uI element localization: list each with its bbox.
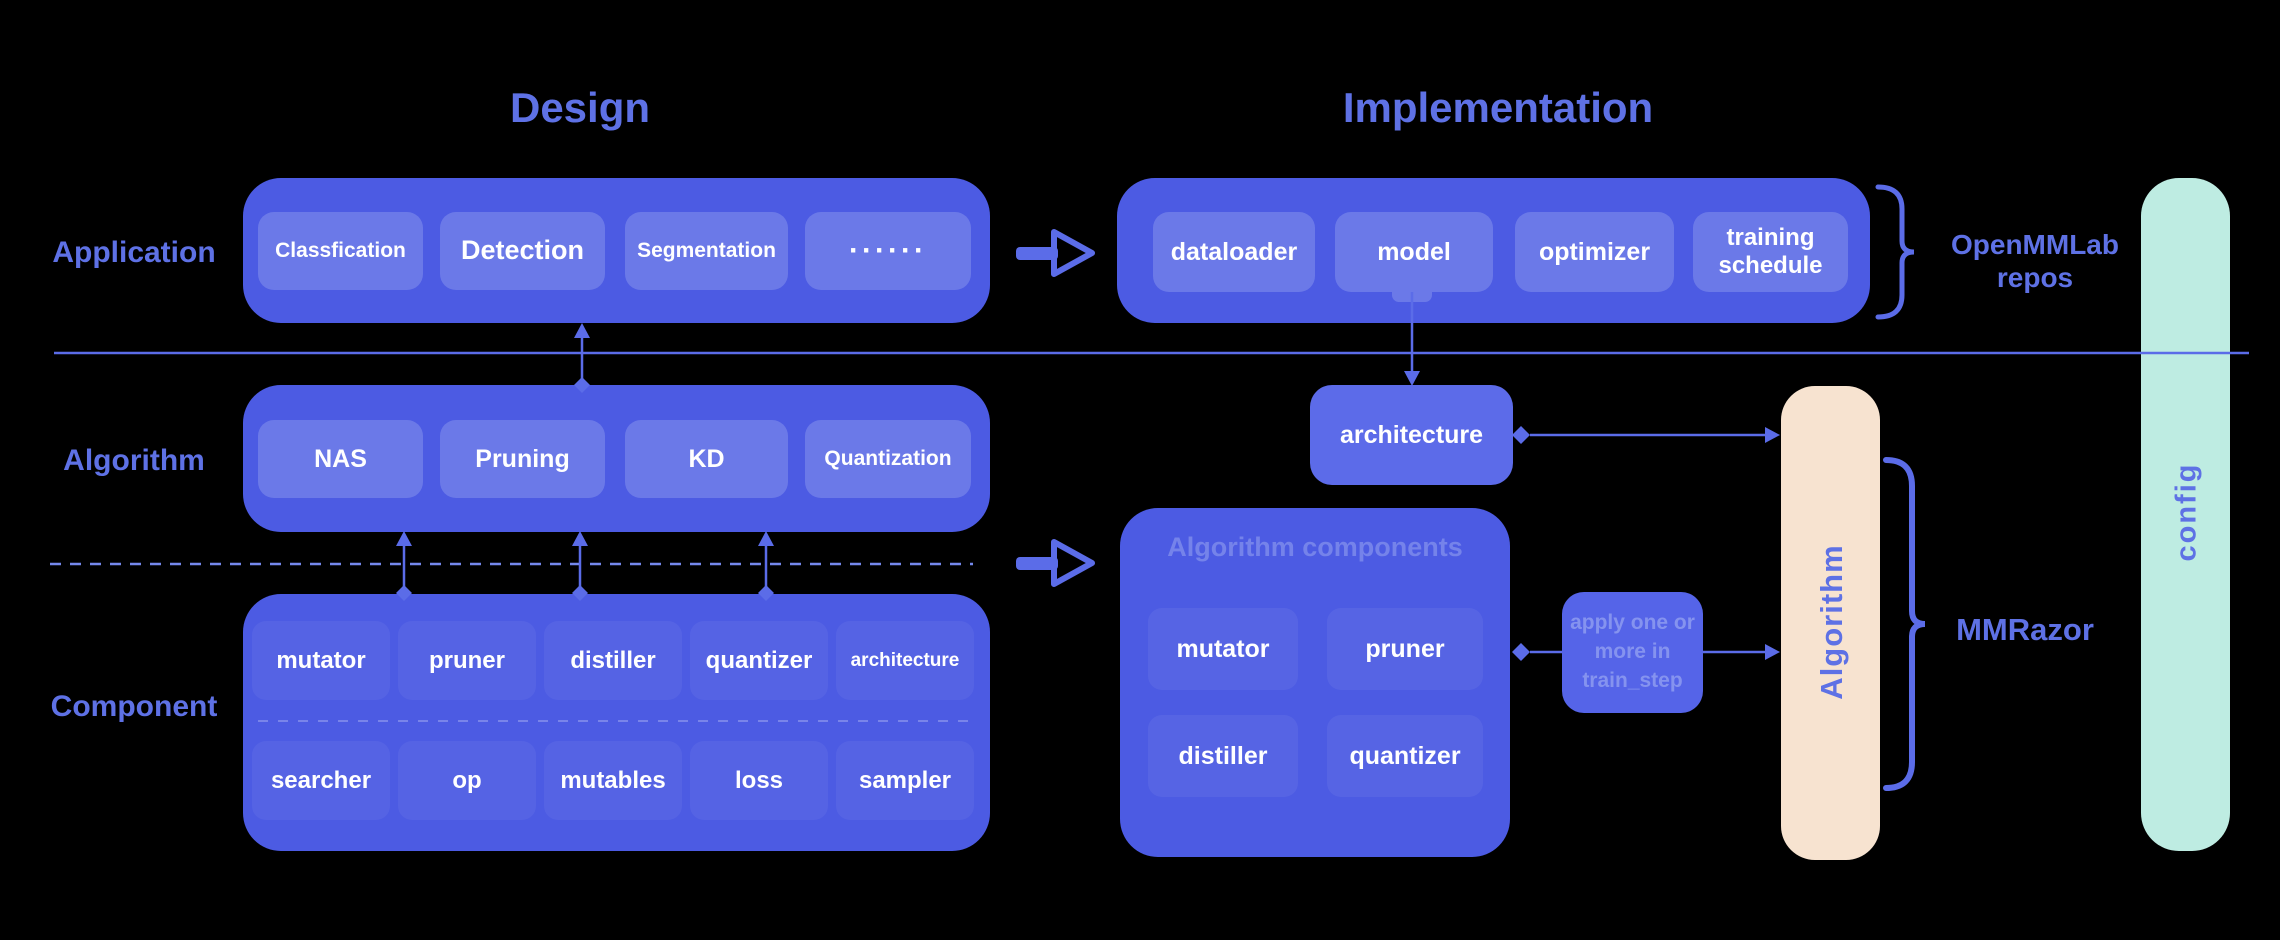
component-row-label: Component: [50, 690, 218, 723]
arrow-up-icon: [758, 531, 774, 546]
architecture-algorithm-connector: [1512, 426, 1780, 444]
chip-training-schedule: training schedule: [1693, 212, 1848, 292]
diamond-icon: [574, 377, 590, 393]
chip-optimizer: optimizer: [1515, 212, 1674, 292]
arrow-right-icon: [1765, 644, 1780, 660]
diamond-icon: [1512, 426, 1530, 444]
component-loss: loss: [690, 741, 828, 820]
algo-comp-connector-2: [572, 531, 588, 601]
app-algo-connector: [574, 323, 590, 393]
arrow-right-icon: [1765, 427, 1780, 443]
component-distiller: distiller: [544, 621, 682, 700]
chip-quantization: Quantization: [805, 420, 971, 498]
components-algorithm-connector: [1512, 643, 1780, 661]
algocomp-mutator: mutator: [1148, 608, 1298, 690]
design-to-impl-arrow-bottom: [1016, 539, 1095, 587]
arrow-head-icon: [1051, 539, 1095, 587]
design-to-impl-arrow-top: [1016, 229, 1095, 277]
component-searcher: searcher: [252, 741, 390, 820]
diamond-icon: [572, 585, 588, 601]
algorithm-components-title: Algorithm components: [1167, 532, 1463, 562]
algorithm-components-container: [1120, 508, 1510, 857]
algocomp-quantizer: quantizer: [1327, 715, 1483, 797]
openmmlab-brace-icon: [1875, 184, 1915, 320]
component-mutator: mutator: [252, 621, 390, 700]
model-architecture-connector: [1404, 292, 1420, 386]
application-row-label: Application: [52, 236, 216, 269]
component-sampler: sampler: [836, 741, 974, 820]
component-op: op: [398, 741, 536, 820]
arrow-tail: [1016, 557, 1058, 570]
chip-detection: Detection: [440, 212, 605, 290]
algo-comp-connector-1: [396, 531, 412, 601]
component-quantizer: quantizer: [690, 621, 828, 700]
impl-architecture-box: architecture: [1310, 385, 1513, 485]
arrow-down-icon: [1404, 371, 1420, 386]
component-architecture: architecture: [836, 621, 974, 700]
chip-model: model: [1335, 212, 1493, 292]
mmrazor-brace-icon: [1883, 457, 1926, 791]
design-component-container: [243, 594, 990, 851]
apply-note-box: apply one or more in train_step: [1562, 592, 1703, 713]
arrow-up-icon: [572, 531, 588, 546]
chip-ellipsis: ······: [805, 212, 971, 290]
algorithm-row-label: Algorithm: [63, 444, 205, 477]
implementation-title: Implementation: [1342, 84, 1654, 131]
arrow-up-icon: [396, 531, 412, 546]
chip-dataloader: dataloader: [1153, 212, 1315, 292]
algocomp-pruner: pruner: [1327, 608, 1483, 690]
chip-nas: NAS: [258, 420, 423, 498]
algocomp-distiller: distiller: [1148, 715, 1298, 797]
chip-pruning: Pruning: [440, 420, 605, 498]
config-bar: [2141, 178, 2230, 851]
algo-comp-connector-3: [758, 531, 774, 601]
diamond-icon: [758, 585, 774, 601]
openmmlab-repos-label: OpenMMLab repos: [1951, 229, 2119, 294]
component-mutables: mutables: [544, 741, 682, 820]
component-pruner: pruner: [398, 621, 536, 700]
algorithm-bar: [1781, 386, 1880, 860]
design-title: Design: [509, 84, 651, 131]
chip-segmentation: Segmentation: [625, 212, 788, 290]
arrow-tail: [1016, 247, 1058, 260]
arrow-head-icon: [1051, 229, 1095, 277]
diamond-icon: [396, 585, 412, 601]
mmrazor-label: MMRazor: [1956, 612, 2094, 647]
diamond-icon: [1512, 643, 1530, 661]
chip-classfication: Classfication: [258, 212, 423, 290]
arrow-up-icon: [574, 323, 590, 338]
chip-kd: KD: [625, 420, 788, 498]
